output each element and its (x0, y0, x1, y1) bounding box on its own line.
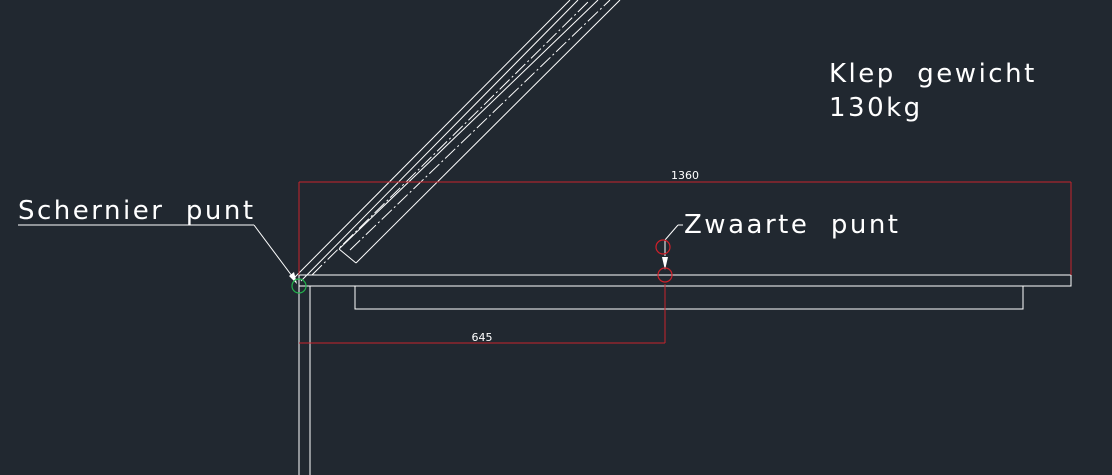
cog-leader-arrow (662, 257, 668, 270)
center-of-gravity: Zwaarte punt (655, 210, 901, 283)
hinge-leader (253, 224, 296, 281)
cog-marker-icon (657, 267, 673, 283)
cog-marker-icon (655, 239, 671, 255)
weight-note-line-1: Klep gewicht (829, 59, 1037, 89)
closed-flap (298, 274, 1072, 310)
raised-flap-centerline (311, 0, 591, 276)
dimension-cog-value: 645 (472, 331, 493, 344)
raised-flap-end (338, 248, 357, 264)
cog-leader (664, 224, 679, 241)
raised-flap-centerline (349, 0, 611, 251)
hinge-label: Schernier punt (18, 196, 256, 226)
dimension-total: 1360 (298, 169, 1072, 275)
raised-flap (292, 0, 621, 282)
raised-flap-edge (355, 0, 621, 264)
raised-flap-edge (292, 0, 571, 280)
hinge-marker-icon (291, 278, 307, 294)
raised-flap-edge (338, 0, 599, 250)
weight-note: Klep gewicht 130kg (829, 59, 1037, 123)
weight-note-line-2: 130kg (829, 93, 923, 123)
support-post (298, 286, 311, 475)
hinge-point: Schernier punt (18, 196, 307, 294)
flap-top-plate (298, 274, 1072, 287)
hinge-leader-arrow (289, 272, 297, 284)
raised-flap-edge (300, 0, 579, 282)
flap-underframe (354, 285, 1024, 310)
dimension-cog: 645 (299, 284, 666, 344)
cog-label: Zwaarte punt (684, 210, 901, 240)
dimension-total-value: 1360 (671, 169, 699, 182)
